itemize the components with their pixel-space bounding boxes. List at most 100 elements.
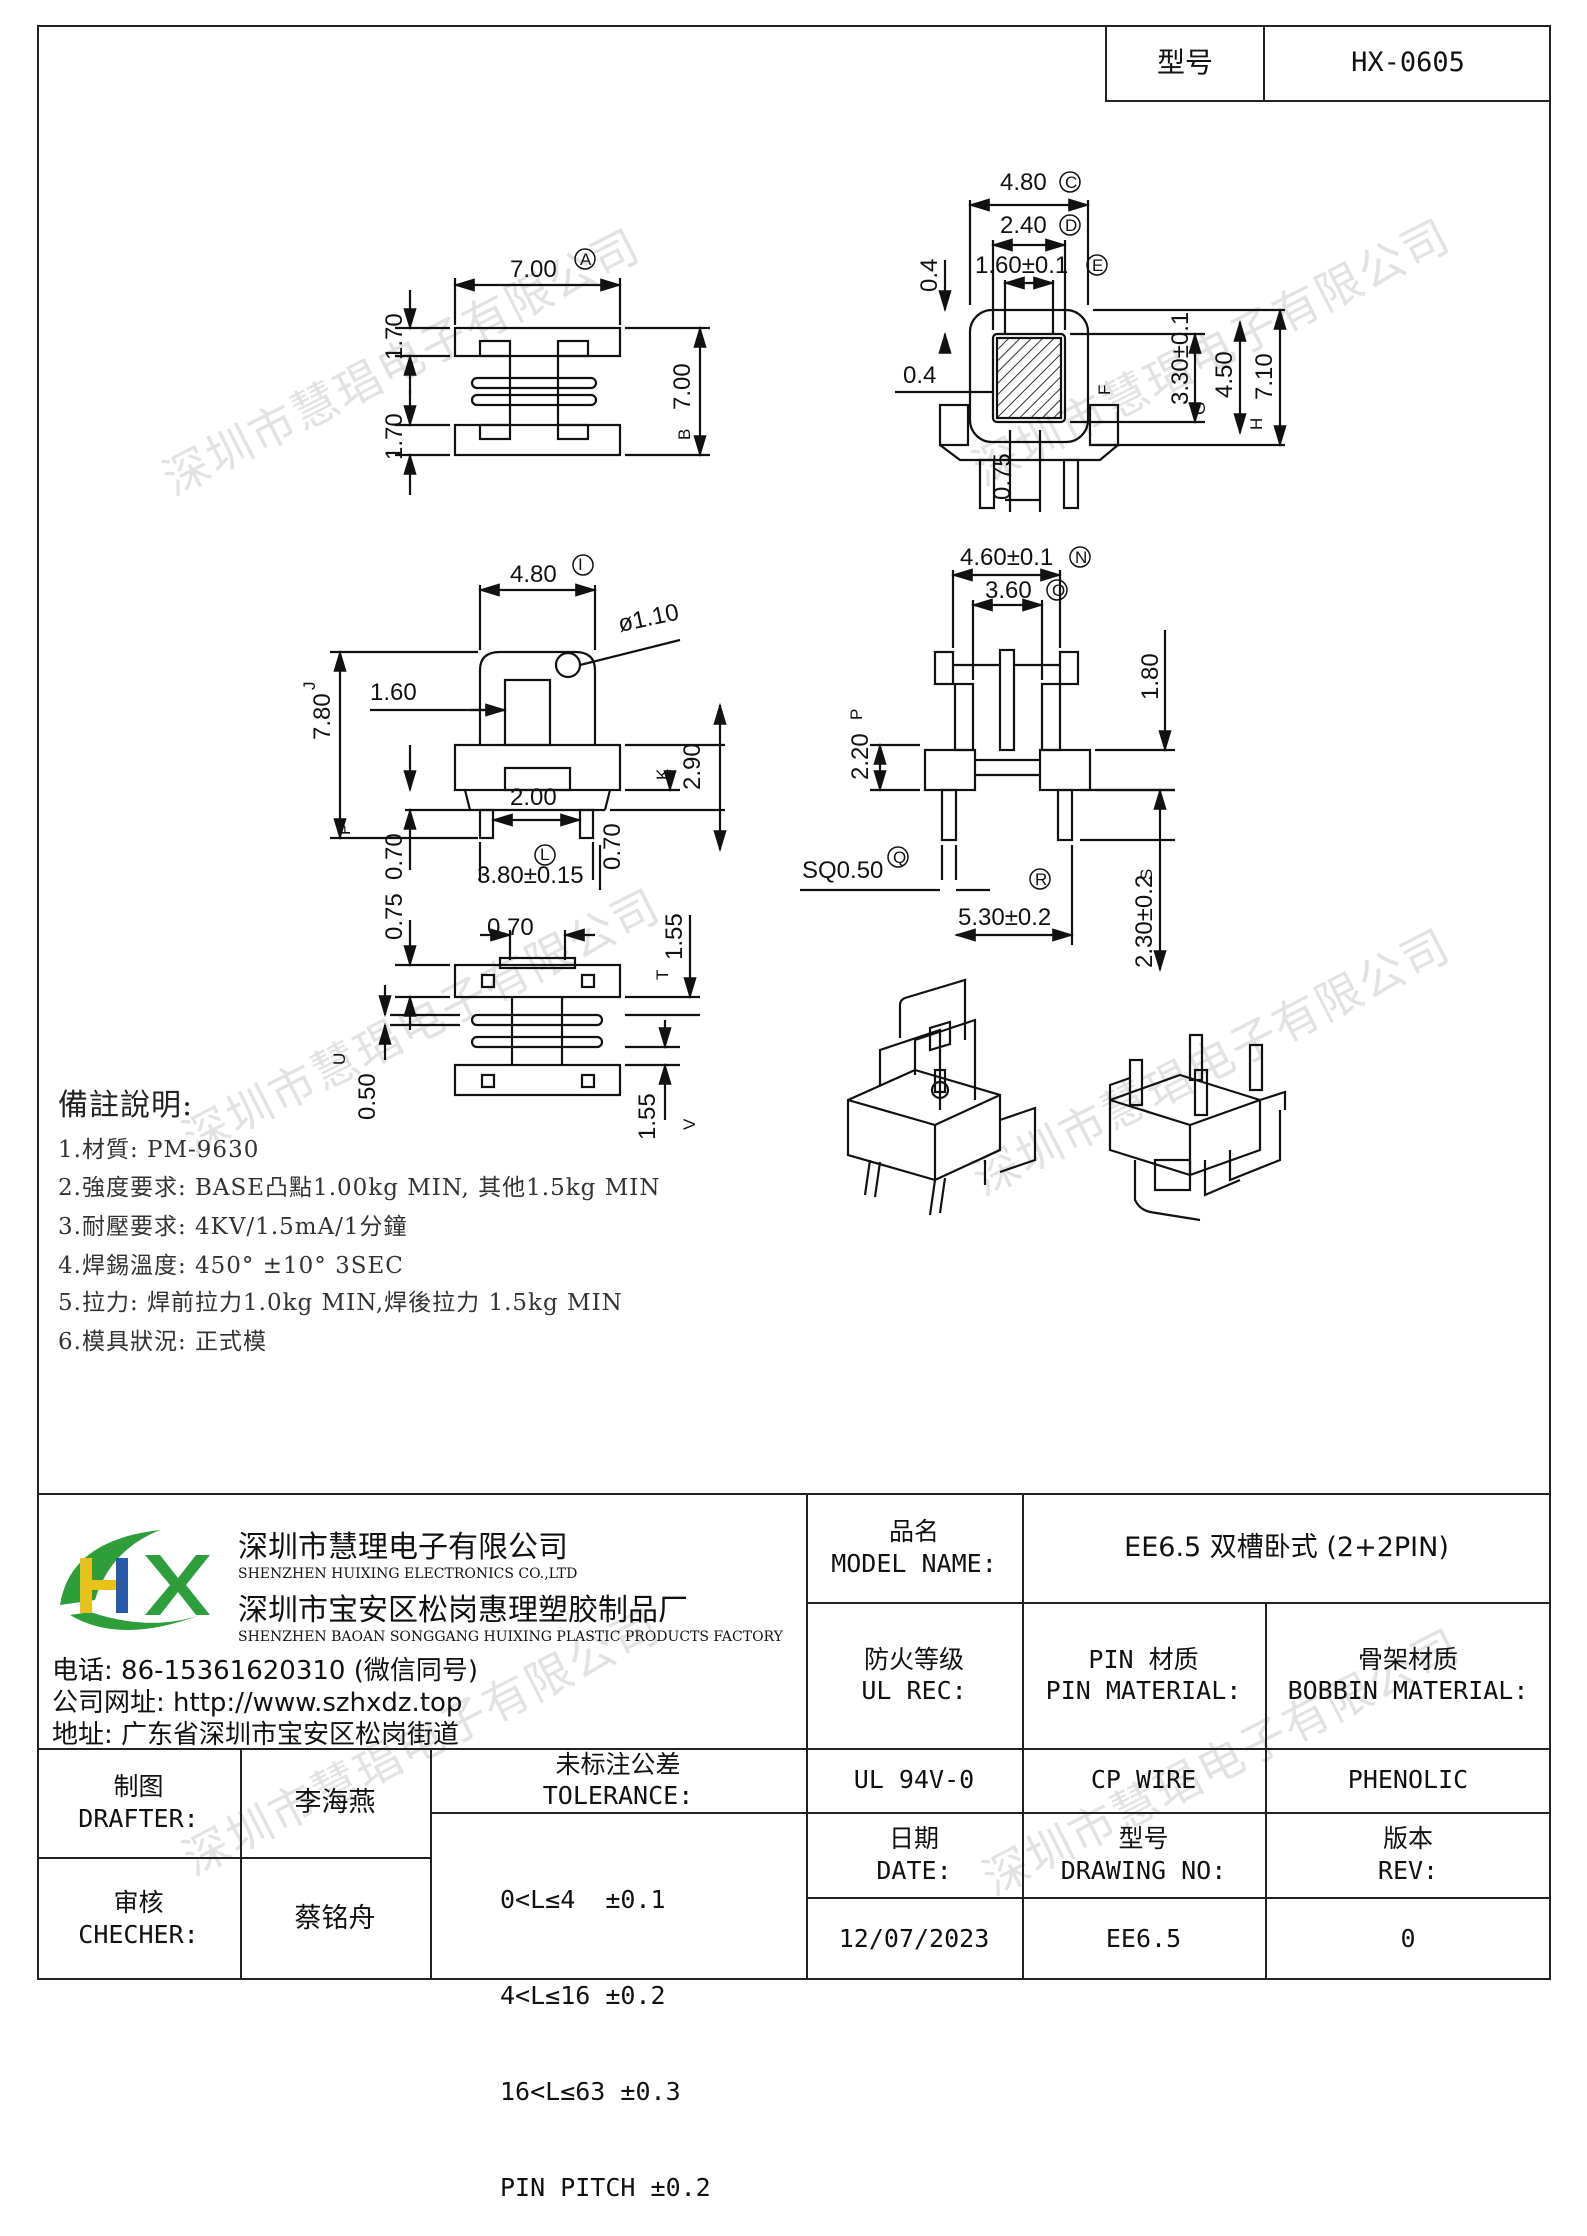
note-item: 3.耐壓要求: 4KV/1.5mA/1分鐘 [58, 1214, 408, 1240]
dim-rear-pin-len: 2.30±0.2 [1131, 875, 1158, 968]
dim-front-base-h-tag: K [653, 768, 672, 780]
tolerance-label: 未标注公差 TOLERANCE: [542, 1749, 694, 1810]
note-item: 6.模具狀況: 正式模 [58, 1329, 268, 1355]
dim-bottom-left-bottom-tag: U [330, 1053, 349, 1065]
header-model-label: 型号 [1156, 46, 1213, 79]
drawing-frame [37, 25, 1551, 1980]
dim-front-width-tag: I [578, 555, 583, 574]
dim-bottom-right-bottom: 1.55 [634, 1093, 661, 1140]
dim-front-width: 4.80 [510, 561, 557, 588]
dim-side-mid-tag: D [1065, 216, 1077, 235]
dim-front-pin-right: 0.70 [599, 823, 626, 870]
dim-front-hole: ø1.10 [616, 599, 682, 638]
tolerance-lines: 0<L≤4 ±0.1 4<L≤16 ±0.2 16<L≤63 ±0.3 PIN … [500, 1885, 711, 2202]
bobbin-material-label: 骨架材质 BOBBIN MATERIAL: [1287, 1644, 1529, 1705]
dim-bottom-right-bottom-tag: V [680, 1118, 699, 1130]
ul-label: 防火等级 UL REC: [861, 1644, 967, 1705]
dim-top-height-tag: B [675, 429, 694, 440]
dim-rear-top: 1.80 [1137, 653, 1164, 700]
top-view [395, 278, 710, 495]
dim-bottom-left-bottom: 0.50 [354, 1073, 381, 1120]
technical-drawing: 7.00 A 7.00 B 1.70 1.70 4.80 C 2.40 D 1.… [300, 169, 1287, 1222]
company-phone: 电话: 86-15361620310 (微信同号) [52, 1656, 479, 1686]
factory-name-cn: 深圳市宝安区松岗惠理塑胶制品厂 [238, 1593, 688, 1628]
dim-bottom-left: 0.75 [381, 893, 408, 940]
dim-side-h-outer-tag: H [1247, 418, 1266, 430]
notes-title: 備註說明: [58, 1088, 194, 1123]
dim-bottom-right-top-tag: T [653, 970, 672, 980]
dim-front-pin-span: 3.80±0.15 [477, 862, 584, 889]
date-label: 日期 DATE: [876, 1824, 952, 1885]
dim-rear-pin-sq-tag: Q [893, 848, 906, 867]
dim-side-wall-top: 0.4 [916, 259, 943, 292]
dim-rear-pitch-tag: R [1035, 870, 1047, 889]
dim-top-width-tag: A [580, 250, 592, 269]
dim-rear-width: 4.60±0.1 [960, 544, 1053, 571]
dim-side-wall-left: 0.4 [903, 362, 936, 389]
note-item: 2.強度要求: BASE凸點1.00kg MIN, 其他1.5kg MIN [58, 1175, 661, 1201]
note-item: 1.材質: PM-9630 [58, 1137, 260, 1163]
dim-front-pin-span-tag: L [540, 845, 549, 864]
company-name-en: SHENZHEN HUIXING ELECTRONICS CO.,LTD [238, 1566, 578, 1582]
dim-side-outer-tag: C [1065, 173, 1077, 192]
dim-top-flange-bottom: 1.70 [381, 413, 408, 460]
company-name-cn: 深圳市慧理电子有限公司 [238, 1530, 568, 1565]
company-website: 公司网址: http://www.szhxdz.top [52, 1688, 463, 1718]
dim-rear-mid-tag: P [847, 709, 866, 720]
dim-side-outer: 4.80 [1000, 169, 1047, 196]
dim-rear-width-tag: N [1075, 548, 1087, 567]
dim-top-width: 7.00 [510, 256, 557, 283]
header-model-value: HX-0605 [1351, 46, 1465, 78]
factory-name-en: SHENZHEN BAOAN SONGGANG HUIXING PLASTIC … [238, 1629, 783, 1645]
dim-front-pin-left-tag: P [335, 824, 354, 835]
header-model-box [1105, 25, 1551, 102]
dim-rear-mid: 2.20 [847, 733, 874, 780]
side-view [895, 198, 1287, 512]
drafter-label: 制图 DRAFTER: [78, 1772, 199, 1833]
drawing-no-value: EE6.5 [1105, 1923, 1182, 1953]
company-address: 地址: 广东省深圳市宝安区松岗街道 [52, 1720, 460, 1750]
front-view [330, 583, 727, 890]
note-item: 4.焊錫溫度: 450° ±10° 3SEC [58, 1253, 404, 1279]
dim-side-h-mid-tag: G [1190, 402, 1209, 415]
dim-side-inner: 1.60±0.1 [975, 252, 1068, 279]
dim-rear-pin-sq: SQ0.50 [802, 857, 883, 884]
dim-front-offset: 1.60 [370, 679, 417, 706]
iso-view-left [846, 978, 1037, 1216]
date-value: 12/07/2023 [838, 1923, 990, 1953]
dim-side-h-inner: 3.30±0.1 [1167, 312, 1194, 405]
note-item: 5.拉力: 焊前拉力1.0kg MIN,焊後拉力 1.5kg MIN [58, 1290, 623, 1316]
dim-side-inner-tag: E [1092, 256, 1103, 275]
dim-bottom-right-top: 1.55 [661, 913, 688, 960]
dim-front-pin-gap: 2.00 [510, 784, 557, 811]
checker-label: 审核 CHECHER: [78, 1888, 199, 1949]
dim-bottom-slot: 0.70 [487, 914, 534, 941]
drafter-value: 李海燕 [294, 1786, 376, 1818]
dim-rear-pitch: 5.30±0.2 [958, 904, 1051, 931]
dim-rear-pin-len-tag: S [1137, 869, 1156, 880]
rev-value: 0 [1400, 1923, 1416, 1953]
iso-view-right [1108, 1033, 1287, 1222]
dim-side-h-outer: 7.10 [1251, 353, 1278, 400]
dim-side-h-inner-tag: F [1095, 385, 1114, 395]
pin-material-label: PIN 材质 PIN MATERIAL: [1045, 1644, 1242, 1705]
dim-rear-inner: 3.60 [985, 577, 1032, 604]
dim-top-height: 7.00 [669, 363, 696, 410]
rev-label: 版本 REV: [1377, 1824, 1439, 1885]
model-name-label: 品名 MODEL NAME: [831, 1517, 997, 1578]
dim-top-flange-top: 1.70 [381, 313, 408, 360]
dim-front-height-tag: J [300, 682, 319, 691]
pin-material-value: CP WIRE [1090, 1765, 1197, 1795]
ul-value: UL 94V-0 [853, 1765, 975, 1795]
dim-front-height: 7.80 [309, 693, 336, 740]
dim-rear-inner-tag: O [1052, 581, 1065, 600]
bobbin-material-value: PHENOLIC [1347, 1765, 1469, 1795]
dim-side-pin: 0.75 [989, 453, 1016, 500]
bottom-view [378, 915, 700, 1120]
rear-view [800, 568, 1175, 973]
dim-side-h-mid: 4.50 [1211, 351, 1238, 398]
company-logo-icon [60, 1530, 210, 1630]
dim-side-mid: 2.40 [1000, 212, 1047, 239]
dim-front-base-h: 2.90 [679, 743, 706, 790]
drawing-no-label: 型号 DRAWING NO: [1060, 1824, 1227, 1885]
